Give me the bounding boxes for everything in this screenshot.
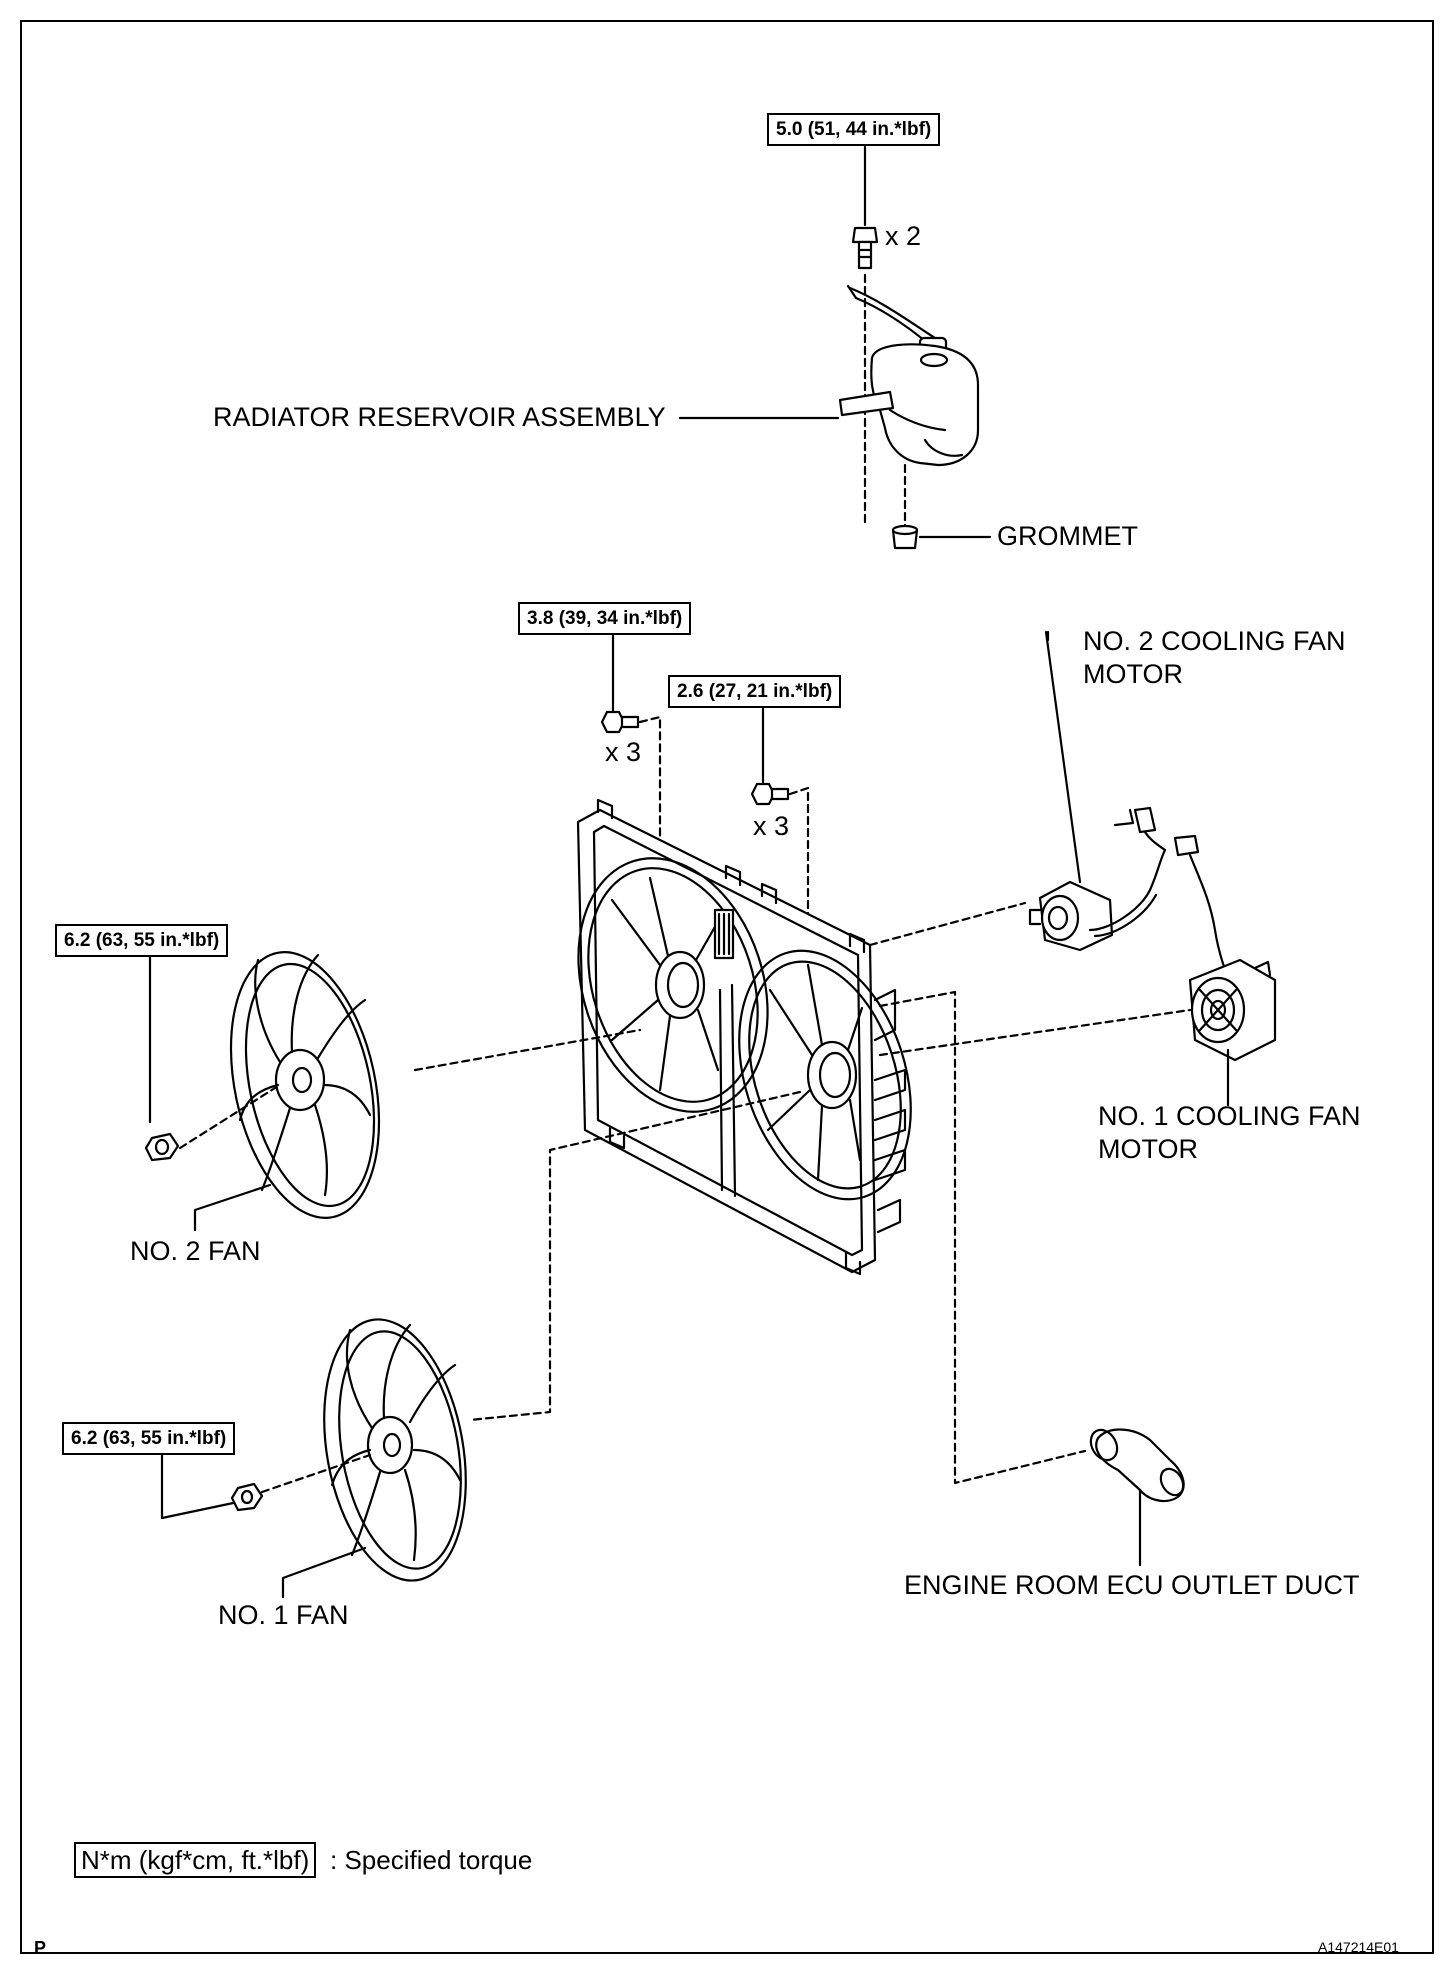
no2-fan-blade	[229, 951, 381, 1219]
motor1-axis	[878, 1008, 1192, 1057]
label-ecu-duct: ENGINE ROOM ECU OUTLET DUCT	[904, 1570, 1360, 1600]
torque-no2-fan-nut: 6.2 (63, 55 in.*lbf)	[55, 924, 229, 957]
fan-shroud	[576, 798, 912, 1276]
reservoir-tank	[838, 284, 980, 467]
label-no1-motor-2: MOTOR	[1098, 1134, 1198, 1164]
qty-shroud-bolts-right: x 3	[753, 811, 790, 841]
label-no1-motor-1: NO. 1 COOLING FAN	[1098, 1101, 1361, 1131]
corner-code-left: P	[34, 1938, 47, 1958]
no2-cooling-fan-motor	[1028, 806, 1227, 972]
no2-fan-nut	[144, 1132, 180, 1162]
torque-shroud-bolt-left: 3.8 (39, 34 in.*lbf)	[518, 602, 692, 635]
grommet-part	[891, 524, 919, 550]
no1-fan-nut	[230, 1482, 264, 1512]
label-no2-fan: NO. 2 FAN	[130, 1236, 261, 1266]
diagram-border	[20, 20, 1434, 1954]
no2-nut-axis	[178, 1086, 277, 1150]
reservoir-bolt	[851, 226, 879, 270]
no2-fan-axis	[413, 1028, 642, 1072]
motor2-axis	[868, 901, 1027, 947]
no1-fan-leader	[281, 1546, 367, 1599]
ecu-outlet-duct	[1089, 1428, 1185, 1503]
label-reservoir: RADIATOR RESERVOIR ASSEMBLY	[213, 402, 666, 432]
label-no2-motor-1: NO. 2 COOLING FAN	[1083, 626, 1346, 656]
label-no1-fan: NO. 1 FAN	[218, 1600, 349, 1630]
duct-axis	[878, 990, 1087, 1485]
qty-reservoir-bolts: x 2	[885, 221, 922, 251]
label-no2-motor-2: MOTOR	[1083, 659, 1183, 689]
shroud-bolt-left	[600, 710, 640, 734]
no1-nut-axis	[260, 1453, 372, 1494]
qty-shroud-bolts-left: x 3	[605, 737, 642, 767]
torque-reservoir-bolt: 5.0 (51, 44 in.*lbf)	[767, 113, 941, 146]
label-grommet: GROMMET	[997, 521, 1138, 551]
no2-motor-leader	[1044, 630, 1082, 884]
shroud-bolt-right	[750, 782, 790, 806]
corner-code-right: A147214E01	[1318, 1939, 1399, 1955]
torque-leaders	[148, 145, 867, 1520]
legend-unit-box: N*m (kgf*cm, ft.*lbf)	[74, 1842, 317, 1878]
torque-no1-fan-nut: 6.2 (63, 55 in.*lbf)	[62, 1422, 236, 1455]
torque-shroud-bolt-right: 2.6 (27, 21 in.*lbf)	[668, 675, 842, 708]
legend-description: : Specified torque	[330, 1845, 533, 1875]
no1-fan-blade	[323, 1318, 467, 1582]
no1-cooling-fan-motor	[1188, 958, 1277, 1062]
no1-fan-axis-upper	[468, 1090, 802, 1422]
no2-fan-leader	[193, 1183, 272, 1232]
